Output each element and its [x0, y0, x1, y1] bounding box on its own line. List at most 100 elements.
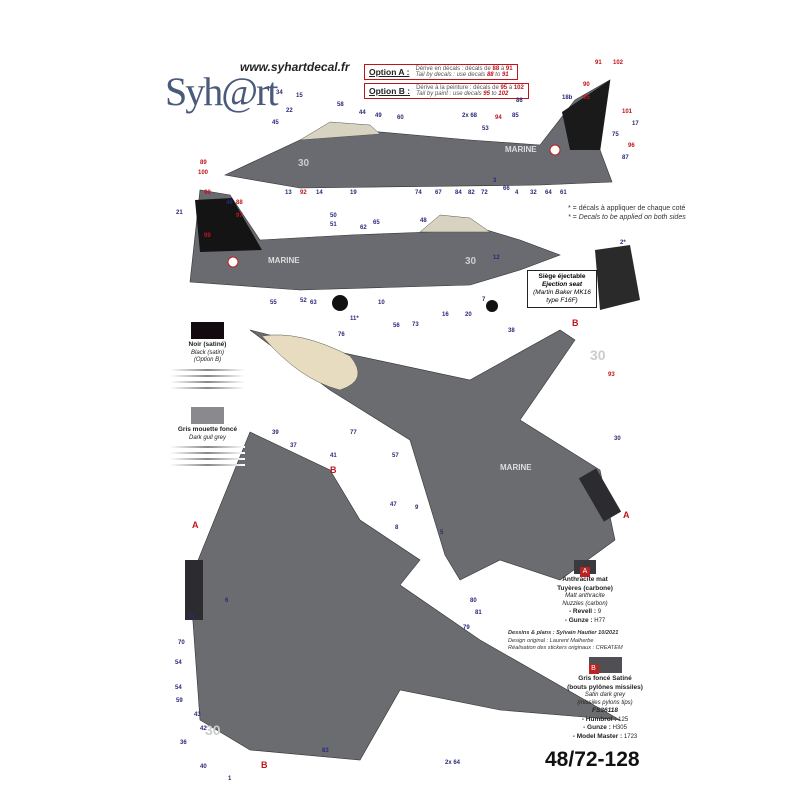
color-ref-label: B [330, 465, 337, 475]
decal-callout: 79 [463, 625, 470, 631]
decal-callout: 39 [272, 430, 279, 436]
credits: Dessins & plans : Sylvain Hautier 10/202… [508, 630, 623, 653]
decal-callout: 63 [310, 300, 317, 306]
decal-callout: 9 [415, 505, 419, 511]
badge-a: A [580, 567, 590, 577]
seat-model: (Martin Baker MK16 type F16F) [533, 289, 591, 304]
decal-callout: 48 [420, 218, 427, 224]
decal-callout: 95 [583, 95, 590, 101]
decal-callout: 92 [300, 190, 307, 196]
decal-callout: 21 [176, 210, 183, 216]
decal-callout: 84 [455, 190, 462, 196]
marine-marking: MARINE [268, 256, 300, 265]
marine-marking: MARINE [500, 463, 532, 472]
seat-fr: Siège éjectable [538, 273, 586, 280]
decal-callout: 72 [481, 190, 488, 196]
decal-callout: 41 [330, 453, 337, 459]
decal-callout: 46 [226, 200, 233, 206]
code-30: 30 [298, 158, 310, 169]
decal-callout: 50 [330, 213, 337, 219]
decal-callout: 45 [272, 120, 279, 126]
decal-callout: 101 [622, 109, 633, 115]
decal-callout: 2x 68 [462, 113, 478, 119]
color-ref-label: A [192, 520, 199, 530]
decal-callout: 34 [276, 90, 283, 96]
decal-callout: 17 [632, 121, 639, 127]
decal-callout: 61 [560, 190, 567, 196]
color-ref-label: A [623, 510, 630, 520]
decal-callout: 20 [465, 312, 472, 318]
ejection-seat-label: Siège éjectable Ejection seat (Martin Ba… [527, 270, 597, 308]
decal-callout: 66 [503, 186, 510, 192]
decal-callout: 56 [393, 323, 400, 329]
t: Gris foncé Satiné [578, 675, 632, 682]
t: Anthracite mat [562, 576, 608, 583]
decal-callout: 85 [512, 113, 519, 119]
t: Nuzzles (carbon) [562, 600, 608, 607]
decal-callout: 36 [180, 740, 187, 746]
decal-callout: 37 [290, 443, 297, 449]
decal-callout: 42 [200, 726, 207, 732]
decal-callout: 44 [359, 110, 366, 116]
t: Tuyères (carbone) [557, 584, 613, 592]
decal-callout: 96 [628, 143, 635, 149]
decal-callout: 89 [200, 160, 207, 166]
decal-callout: 53 [482, 126, 489, 132]
option-b-label: Option B : [369, 86, 411, 96]
decal-callout: 94 [495, 115, 502, 121]
num: 91 [505, 66, 513, 72]
decal-callout: 76 [338, 332, 345, 338]
decal-callout: 1 [228, 776, 232, 782]
decal-callout: 8 [395, 525, 399, 531]
num: 102 [498, 91, 509, 97]
color-fr: Noir (satiné) [188, 341, 227, 348]
ejection-seat-image [595, 245, 640, 310]
decal-callout: 83 [322, 748, 329, 754]
decal-callout: 58 [337, 102, 344, 108]
seat-callout: 2* [620, 240, 626, 246]
credit-line: Réalisation des stickers originaux : CRE… [508, 645, 623, 651]
both-sides-note: * = décals à appliquer de chaque coté * … [568, 204, 686, 222]
marine-marking: MARINE [505, 145, 537, 154]
num: 102 [513, 85, 524, 91]
decal-callout: 7 [482, 297, 486, 303]
website-url[interactable]: www.syhartdecal.fr [240, 60, 350, 74]
t: 1723 [623, 733, 638, 740]
t: - Revell : [568, 608, 597, 615]
decal-callout: 11* [350, 316, 359, 322]
decal-callout: 18b [562, 95, 573, 101]
decal-callout: 62 [360, 225, 367, 231]
t: (missiles pylons tips) [577, 699, 633, 706]
t: H77 [594, 617, 606, 624]
decal-callout: 12 [493, 255, 500, 261]
code-30: 30 [205, 722, 221, 738]
decal-callout: 52 [300, 298, 307, 304]
side-view-option-a: MARINE 30 [224, 79, 613, 189]
decal-callout: 14 [316, 190, 323, 196]
decal-callout: 60 [397, 115, 404, 121]
color-en: Dark gull grey [188, 434, 226, 441]
option-a-box: Option A : Dérive en décals : décals de … [364, 64, 518, 80]
decal-callout: 15 [296, 93, 303, 99]
decal-callout: 88 [236, 200, 243, 206]
decal-callout: 97 [236, 213, 243, 219]
roundel [549, 144, 561, 156]
num: 88 [486, 72, 494, 78]
decal-callout: 43 [194, 712, 201, 718]
decal-callout: 2x 64 [445, 760, 461, 766]
swatch [191, 322, 224, 339]
sep: à [499, 66, 506, 72]
decal-callout: 81 [475, 610, 482, 616]
decal-callout: 93 [608, 372, 615, 378]
decal-callout: 90 [583, 82, 590, 88]
badge-b: B [588, 664, 599, 674]
code-30: 30 [465, 256, 477, 267]
decal-callout: 13 [285, 190, 292, 196]
decal-callout: 4 [515, 190, 519, 196]
option-a-fr: Dérive en décals : décals de [415, 66, 493, 72]
decal-callout: 91 [595, 60, 602, 66]
decal-callout: 64 [545, 190, 552, 196]
